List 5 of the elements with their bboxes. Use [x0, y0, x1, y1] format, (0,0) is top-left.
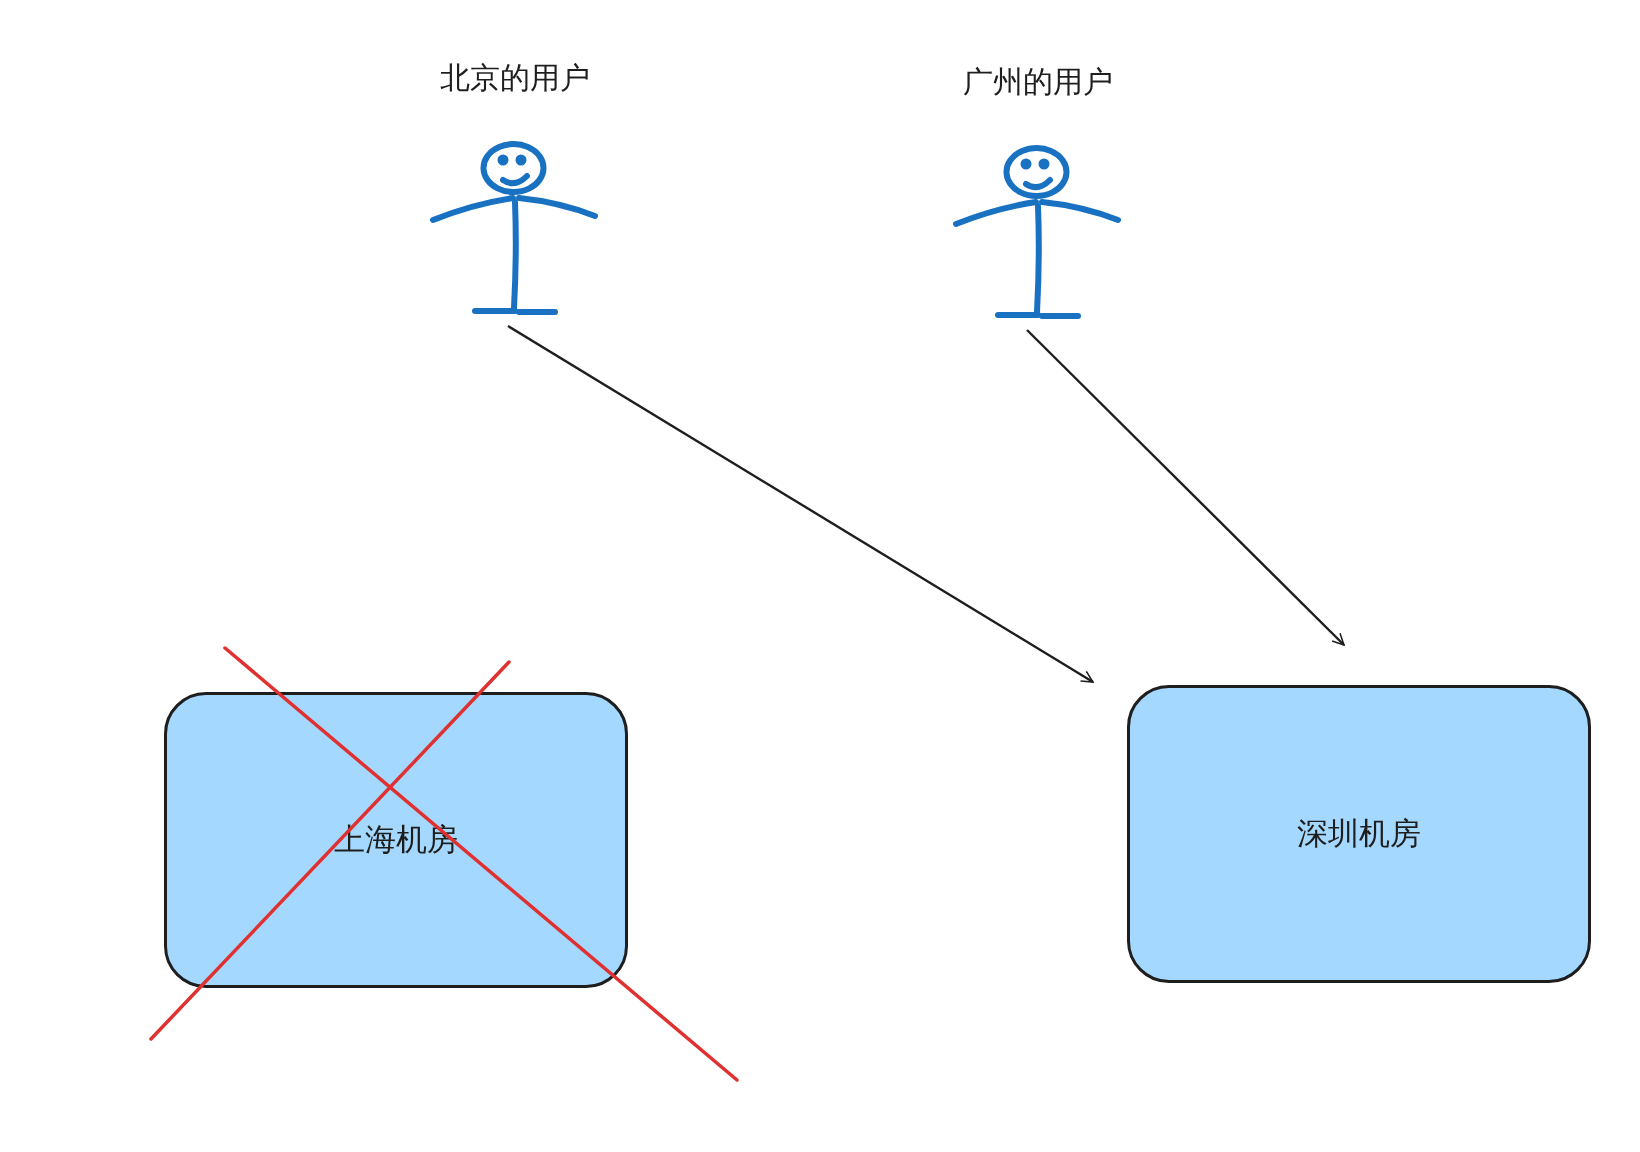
arrow [507, 324, 1094, 684]
arrow [1026, 329, 1345, 646]
person-label: 北京的用户 [439, 59, 591, 97]
person-label: 广州的用户 [962, 63, 1114, 101]
room-box: 深圳机房 [1127, 685, 1591, 983]
